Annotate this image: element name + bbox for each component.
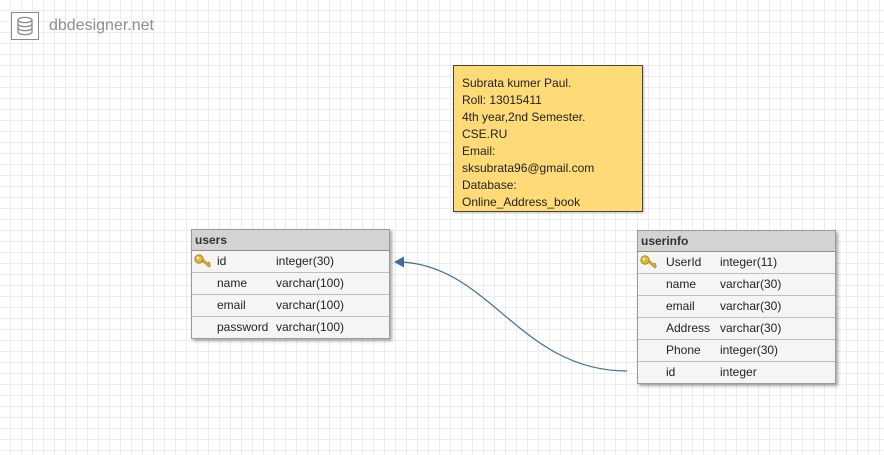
column-name: id — [666, 365, 676, 379]
table-row[interactable]: email varchar(100) — [192, 295, 389, 317]
sticky-note[interactable]: Subrata kumer Paul. Roll: 13015411 4th yea… — [453, 65, 643, 212]
relation-line[interactable] — [399, 261, 628, 372]
note-line: 4th year,2nd Semester. — [462, 110, 586, 124]
column-type: integer(30) — [720, 343, 779, 357]
table-row[interactable]: id integer(30) — [192, 251, 389, 273]
column-name: password — [217, 320, 269, 334]
column-name: Address — [666, 321, 711, 335]
table-row[interactable]: name varchar(100) — [192, 273, 389, 295]
relation-arrowhead — [394, 256, 404, 268]
table-row[interactable]: name varchar(30) — [638, 274, 835, 296]
note-line: Roll: 13015411 — [462, 93, 542, 107]
table-row[interactable]: id integer — [638, 362, 835, 383]
note-line: Email: — [462, 144, 496, 158]
column-name: name — [666, 277, 697, 291]
column-type: varchar(100) — [276, 276, 345, 290]
table-row[interactable]: UserId integer(11) — [638, 252, 835, 274]
column-type: integer — [720, 365, 757, 379]
table-row[interactable]: Phone integer(30) — [638, 340, 835, 362]
column-name: email — [666, 299, 695, 313]
logo-text: dbdesigner.net — [49, 17, 154, 34]
column-list: id integer(30) name varchar(100) email varcha… — [192, 251, 389, 338]
column-name: email — [217, 298, 246, 312]
column-type: varchar(30) — [720, 277, 782, 291]
note-line: Online_Address_book — [462, 195, 581, 209]
table-row[interactable]: email varchar(30) — [638, 296, 835, 318]
column-name: id — [217, 254, 227, 268]
app-logo[interactable]: dbdesigner.net — [11, 11, 154, 41]
note-line: sksubrata96@gmail.com — [462, 161, 595, 175]
table-userinfo[interactable]: userinfo UserId integer(11) name varchar(30… — [637, 230, 836, 384]
column-name: name — [217, 276, 248, 290]
column-list: UserId integer(11) name varchar(30) email var… — [638, 252, 835, 383]
note-line: Database: — [462, 178, 517, 192]
table-row[interactable]: Address varchar(30) — [638, 318, 835, 340]
database-icon — [11, 12, 39, 40]
column-type: varchar(30) — [720, 321, 782, 335]
column-name: UserId — [666, 255, 702, 269]
table-title[interactable]: users — [192, 230, 389, 251]
note-line: CSE.RU — [462, 127, 508, 141]
column-type: integer(11) — [720, 255, 778, 269]
primary-key-icon — [640, 255, 658, 276]
column-type: integer(30) — [276, 254, 335, 268]
table-title[interactable]: userinfo — [638, 231, 835, 252]
column-name: Phone — [666, 343, 701, 357]
note-line: Subrata kumer Paul. — [462, 76, 572, 90]
column-type: varchar(100) — [276, 298, 345, 312]
table-row[interactable]: password varchar(100) — [192, 317, 389, 338]
primary-key-icon — [194, 254, 212, 275]
column-type: varchar(100) — [276, 320, 345, 334]
column-type: varchar(30) — [720, 299, 782, 313]
